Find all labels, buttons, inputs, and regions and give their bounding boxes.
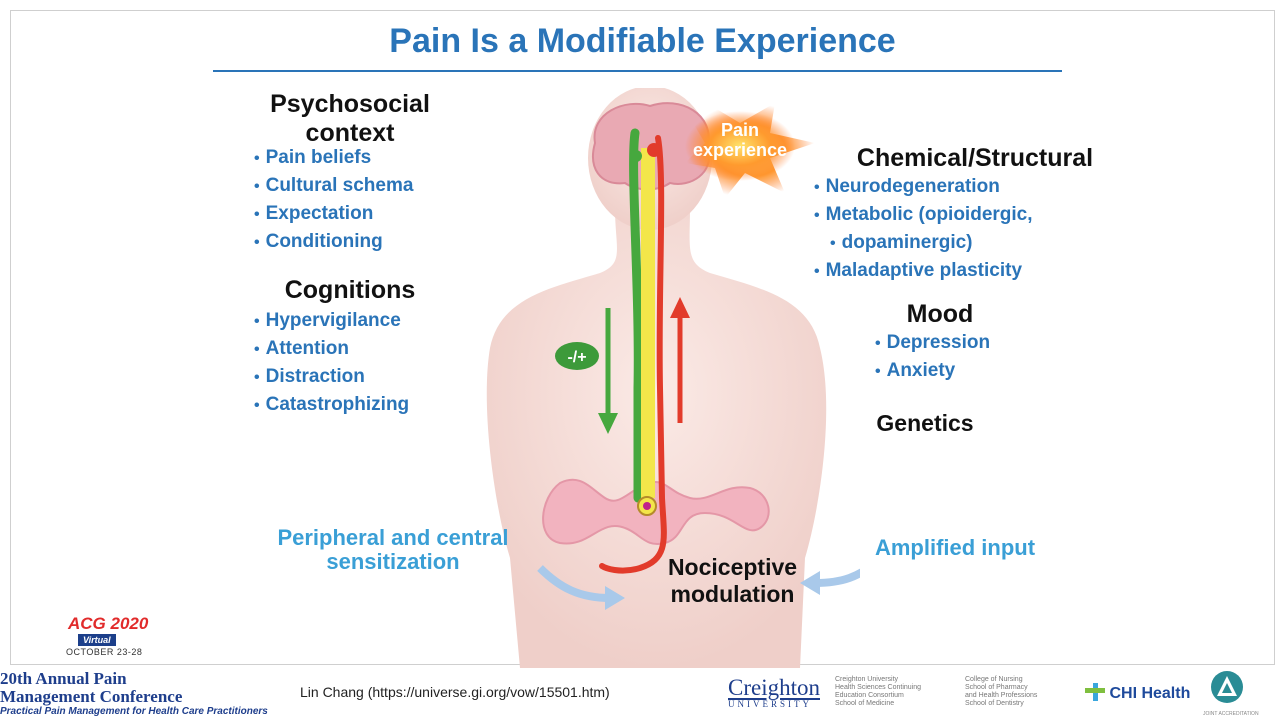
list-item: Maladaptive plasticity xyxy=(814,257,1033,285)
psychosocial-heading: Psychosocial context xyxy=(250,90,450,148)
green-pathway xyxy=(634,133,639,498)
chi-cross-icon xyxy=(1085,683,1105,701)
creighton-logo: Creighton UNIVERSITY xyxy=(728,677,820,709)
cognitions-list: Hypervigilance Attention Distraction Cat… xyxy=(254,307,409,419)
citation-text: Lin Chang (https://universe.gi.org/vow/1… xyxy=(300,684,610,700)
list-item: Expectation xyxy=(254,200,413,228)
list-item: Neurodegeneration xyxy=(814,173,1033,201)
creighton-block-1: Creighton University Health Sciences Con… xyxy=(835,676,921,708)
creighton-block-2: College of Nursing School of Pharmacy an… xyxy=(965,676,1037,708)
list-item: Cultural schema xyxy=(254,172,413,200)
acg-date: OCTOBER 23-28 xyxy=(66,647,142,657)
svg-text:-/+: -/+ xyxy=(567,349,586,366)
list-item: Catastrophizing xyxy=(254,391,409,419)
list-item-continuation: dopaminergic) xyxy=(814,229,1033,257)
title-underline xyxy=(213,70,1062,72)
joint-accreditation-icon xyxy=(1210,670,1244,704)
slide-title: Pain Is a Modifiable Experience xyxy=(0,22,1285,61)
list-item: Conditioning xyxy=(254,228,413,256)
pain-experience-label: Pain xyxy=(721,120,759,140)
brain-node xyxy=(630,150,642,162)
mood-list: Depression Anxiety xyxy=(875,329,990,385)
list-item: Attention xyxy=(254,335,409,363)
joint-accreditation-label: JOINT ACCREDITATION xyxy=(1203,711,1259,717)
list-item: Pain beliefs xyxy=(254,144,413,172)
genetics-label: Genetics xyxy=(860,410,990,437)
cognitions-heading: Cognitions xyxy=(260,276,440,305)
chemical-list: Neurodegeneration Metabolic (opioidergic… xyxy=(814,173,1033,285)
chi-health-logo: CHI Health xyxy=(1085,683,1190,703)
right-input-arrow-icon xyxy=(815,558,860,583)
acg-virtual-badge: Virtual xyxy=(78,634,116,646)
psychosocial-list: Pain beliefs Cultural schema Expectation… xyxy=(254,144,413,256)
conference-title: 20th Annual Pain Management Conference P… xyxy=(0,670,268,718)
amplified-label: Amplified input xyxy=(855,536,1055,560)
list-item: Distraction xyxy=(254,363,409,391)
brain-node xyxy=(647,143,661,157)
chemical-heading: Chemical/Structural xyxy=(840,144,1110,173)
peripheral-label: Peripheral and central sensitization xyxy=(258,526,528,574)
list-item: Depression xyxy=(875,329,990,357)
list-item: Hypervigilance xyxy=(254,307,409,335)
acg-logo: ACG 2020 Virtual OCTOBER 23-28 xyxy=(52,614,162,666)
list-item: Anxiety xyxy=(875,357,990,385)
nociceptive-label: Nociceptive modulation xyxy=(650,554,815,608)
list-item: Metabolic (opioidergic, xyxy=(814,201,1033,229)
svg-text:experience: experience xyxy=(693,140,787,160)
mood-heading: Mood xyxy=(880,300,1000,329)
